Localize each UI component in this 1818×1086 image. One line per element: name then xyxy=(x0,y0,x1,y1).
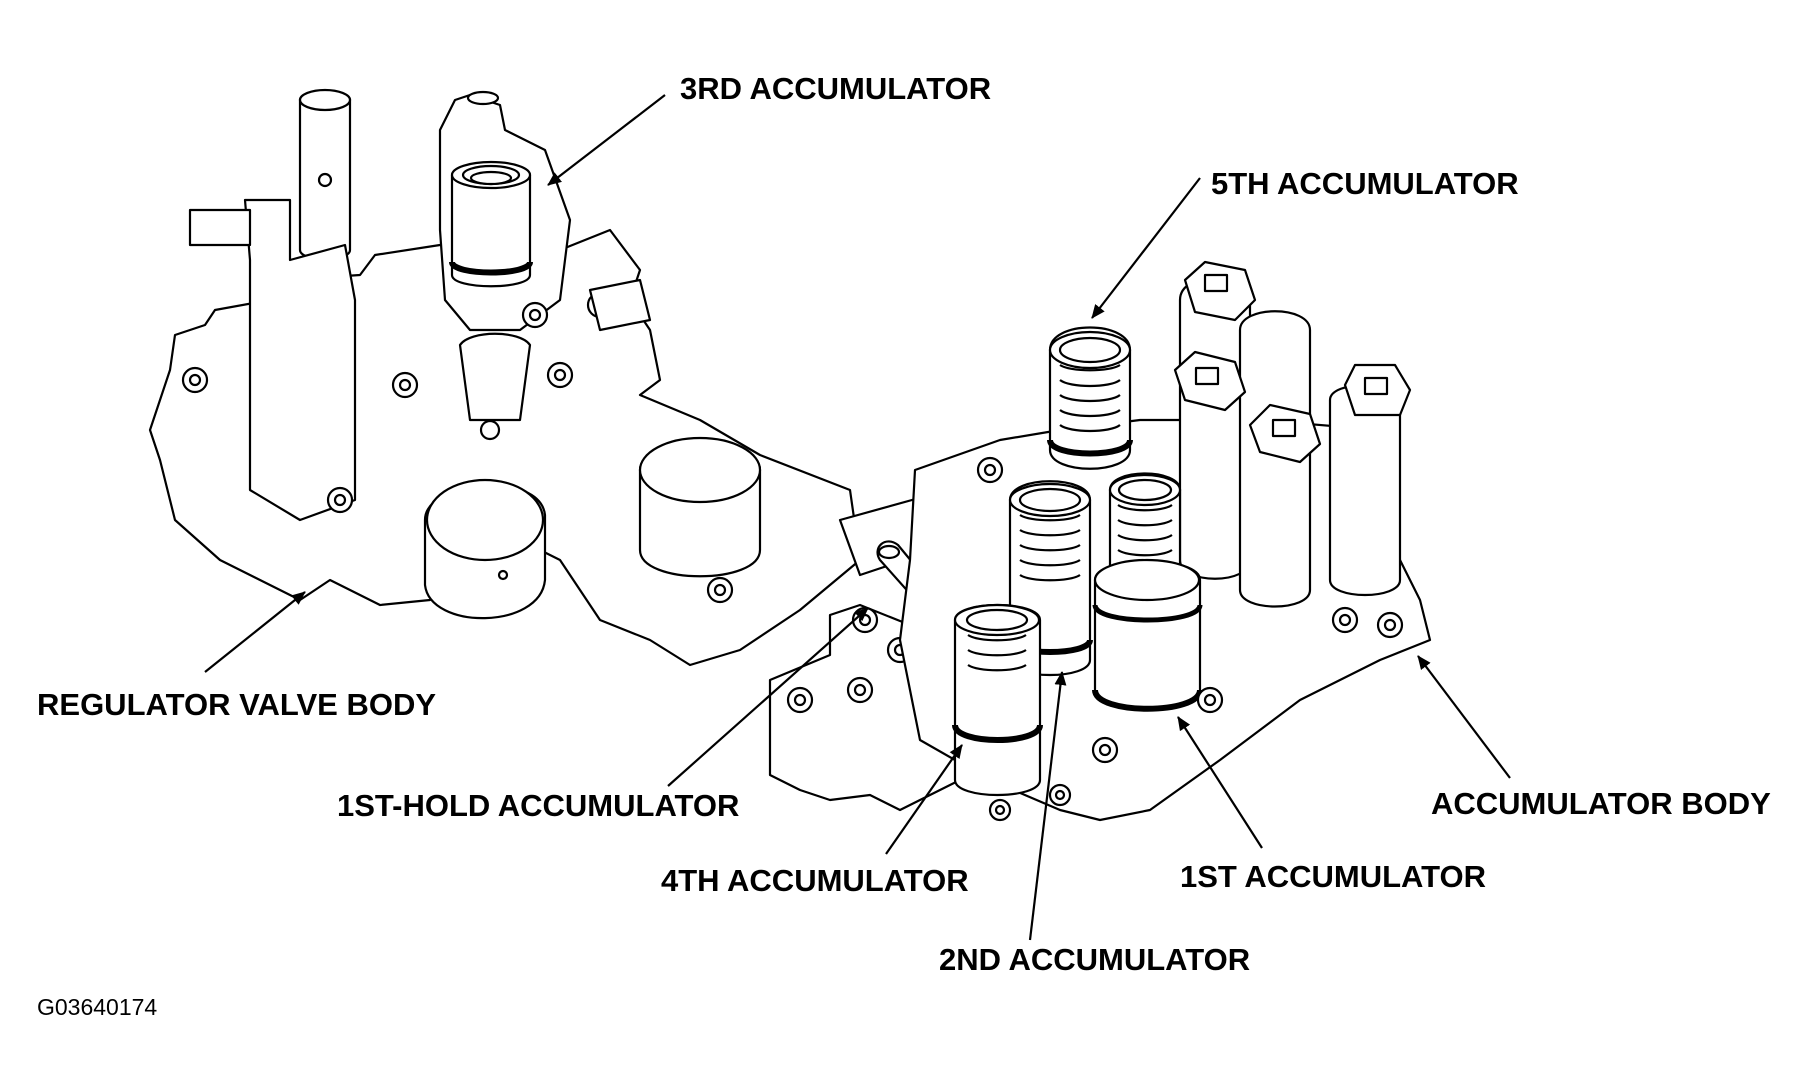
label-accumulator-body: ACCUMULATOR BODY xyxy=(1431,786,1771,821)
leader-2nd-accumulator xyxy=(1028,671,1067,941)
figure-code: G03640174 xyxy=(37,994,158,1020)
label-2nd-accumulator: 2ND ACCUMULATOR xyxy=(939,942,1251,977)
leader-3rd-accumulator xyxy=(547,94,666,186)
leader-1st-hold-accumulator xyxy=(667,607,869,787)
leader-regulator-valve-body xyxy=(204,591,306,673)
label-4th-accumulator: 4TH ACCUMULATOR xyxy=(661,863,969,898)
label-1st-hold-accumulator: 1ST-HOLD ACCUMULATOR xyxy=(337,788,740,823)
label-1st-accumulator: 1ST ACCUMULATOR xyxy=(1180,859,1486,894)
leader-accumulator-body xyxy=(1417,655,1511,779)
regulator-valve-body-drawing xyxy=(148,88,862,667)
label-5th-accumulator: 5TH ACCUMULATOR xyxy=(1211,166,1519,201)
leader-4th-accumulator xyxy=(885,744,963,855)
accumulator-body-drawing xyxy=(898,260,1432,822)
leader-1st-accumulator xyxy=(1177,716,1263,849)
label-3rd-accumulator: 3RD ACCUMULATOR xyxy=(680,71,992,106)
label-regulator-valve-body: REGULATOR VALVE BODY xyxy=(37,687,437,722)
leader-5th-accumulator xyxy=(1091,177,1201,319)
